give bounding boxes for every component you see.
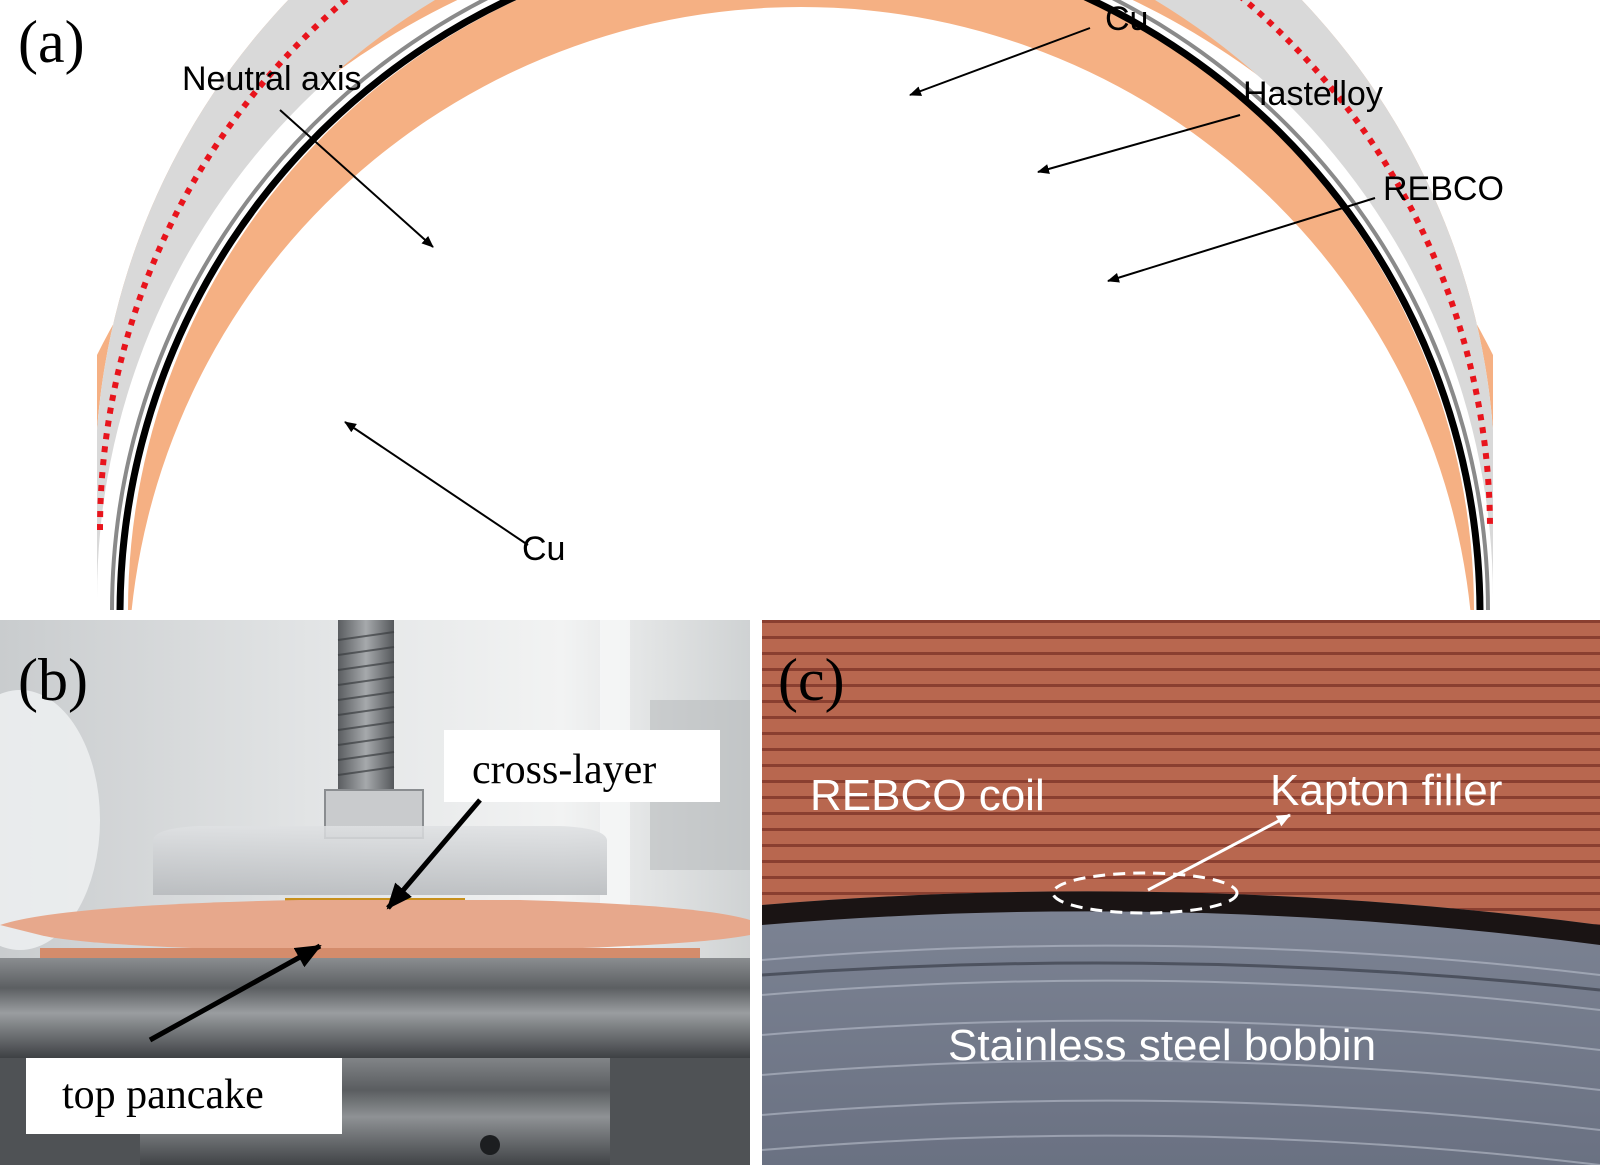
panel-b-tag: (b): [18, 647, 88, 713]
hastelloy-arrow: [1037, 114, 1241, 174]
label-hastelloy: Hastelloy: [1243, 75, 1383, 113]
cross-layer-arrow: [386, 798, 482, 910]
label-cu-bottom: Cu: [522, 530, 565, 568]
label-cu-top: Cu: [1105, 0, 1148, 38]
kapton-filler-arrow: [1147, 813, 1291, 892]
cross-layer-label-box: [444, 730, 720, 802]
label-bobbin: Stainless steel bobbin: [948, 1021, 1376, 1070]
kapton-filler-marker: [1051, 871, 1239, 915]
rebco-layer: [116, 0, 1484, 610]
label-rebco: REBCO: [1383, 170, 1504, 208]
rebco-arrow: [1107, 197, 1376, 283]
neutral-axis-arrow: [279, 109, 434, 248]
panel-a-annotations: [279, 27, 1376, 546]
steel-flange: [0, 958, 750, 1058]
panel-c-tag: (c): [778, 647, 845, 713]
acrylic-disk: [153, 826, 607, 895]
label-cross-layer: cross-layer: [472, 747, 656, 793]
panel-a-cross-section: [97, 0, 1493, 610]
label-rebco-coil: REBCO coil: [810, 771, 1045, 820]
cu-bottom-arrow: [344, 421, 529, 546]
rebco-coil-region: [762, 620, 1600, 925]
label-kapton-filler: Kapton filler: [1270, 766, 1502, 815]
top-pancake-label-box: [26, 1058, 342, 1134]
top-pancake-disk: [0, 900, 750, 950]
cu-top-arrow: [909, 27, 1091, 96]
panel-a-tag: (a): [18, 9, 85, 75]
panel-c-micrograph: [762, 620, 1600, 1165]
label-neutral-axis: Neutral axis: [182, 60, 362, 98]
neutral-axis-line: [97, 0, 1493, 531]
label-top-pancake: top pancake: [62, 1072, 264, 1118]
top-pancake-arrow: [148, 943, 322, 1043]
coil-bobbin-gap: [762, 891, 1600, 945]
